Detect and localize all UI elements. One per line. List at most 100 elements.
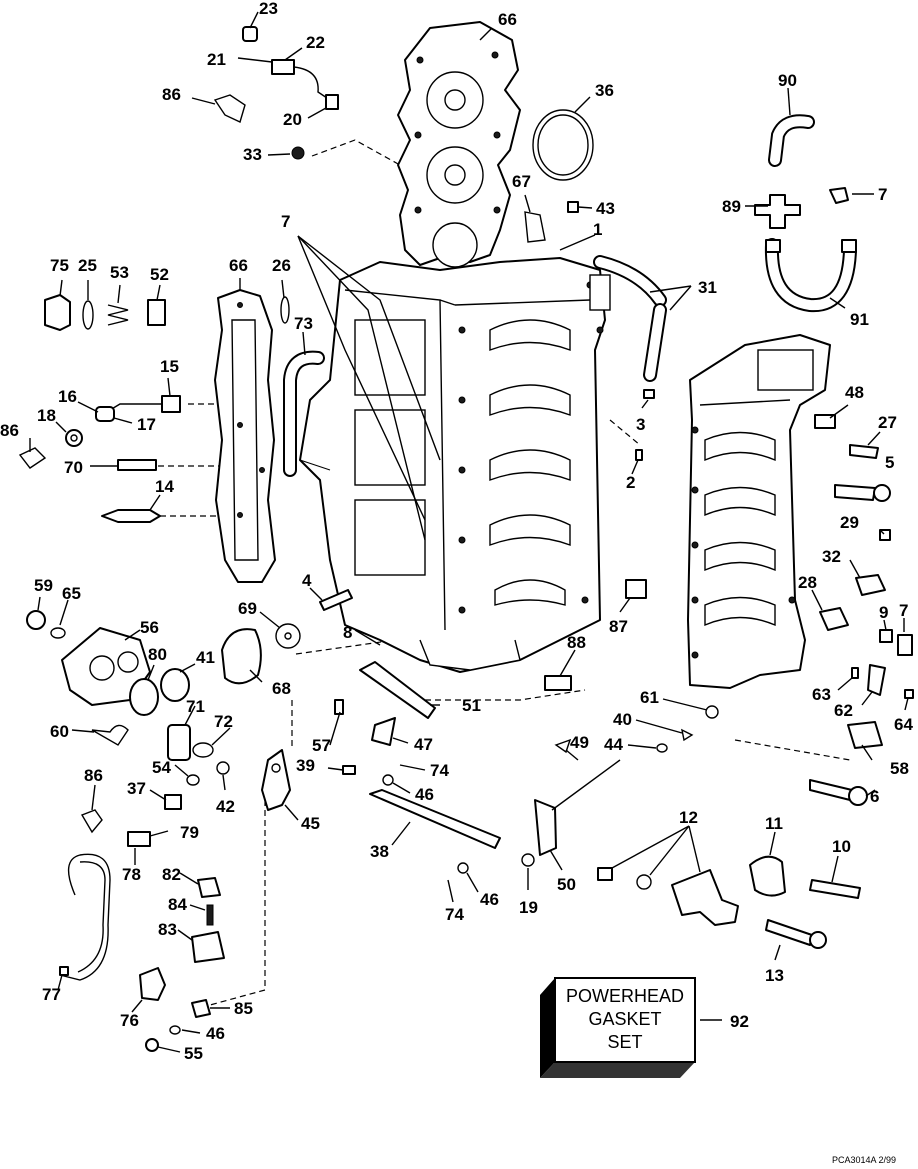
callout-46c: 46 [480, 890, 499, 909]
callout-14: 14 [155, 477, 174, 496]
callout-59: 59 [34, 576, 53, 595]
callout-66b: 66 [229, 256, 248, 275]
small-parts [18, 26, 914, 1052]
gasket-set-line2: GASKET [588, 1009, 661, 1029]
callout-65: 65 [62, 584, 81, 603]
callout-91: 91 [850, 310, 869, 329]
intake-manifold [687, 334, 831, 689]
callout-8: 8 [343, 623, 352, 642]
callout-52: 52 [150, 265, 169, 284]
callout-5: 5 [885, 453, 894, 472]
callout-27: 27 [878, 413, 897, 432]
callout-68: 68 [272, 679, 291, 698]
callout-11: 11 [765, 814, 783, 833]
callout-29: 29 [840, 513, 859, 532]
callout-7c: 7 [899, 601, 908, 620]
callout-36: 36 [595, 81, 614, 100]
gasket-set-box: POWERHEAD GASKET SET [540, 977, 696, 1078]
callout-6: 6 [870, 787, 879, 806]
callout-42: 42 [216, 797, 235, 816]
callout-38: 38 [370, 842, 389, 861]
callout-77: 77 [42, 985, 61, 1004]
callout-74: 74 [430, 761, 449, 780]
callout-7: 7 [281, 212, 290, 231]
callout-83: 83 [158, 920, 177, 939]
callout-12: 12 [679, 808, 698, 827]
callout-58: 58 [890, 759, 909, 778]
callout-40: 40 [613, 710, 632, 729]
callout-64: 64 [894, 715, 913, 734]
callout-41: 41 [196, 648, 215, 667]
callout-44: 44 [604, 735, 623, 754]
callout-61: 61 [640, 688, 659, 707]
callout-71: 71 [186, 697, 205, 716]
callout-53: 53 [110, 263, 129, 282]
hoses [59, 114, 857, 981]
callout-13: 13 [765, 966, 784, 985]
callout-80: 80 [148, 645, 167, 664]
callout-92: 92 [730, 1012, 749, 1031]
part-callouts: 23 21 22 86 20 33 66 36 67 43 1 7 90 89 … [0, 0, 913, 1063]
callout-9: 9 [879, 603, 888, 622]
callout-22: 22 [306, 33, 325, 52]
callout-79: 79 [180, 823, 199, 842]
callout-16: 16 [58, 387, 77, 406]
callout-55: 55 [184, 1044, 203, 1063]
callout-82: 82 [162, 865, 181, 884]
callout-4: 4 [302, 571, 312, 590]
callout-20: 20 [283, 110, 302, 129]
cylinder-block [299, 257, 611, 673]
callout-47: 47 [414, 735, 433, 754]
callout-46: 46 [206, 1024, 225, 1043]
callout-33: 33 [243, 145, 262, 164]
callout-25: 25 [78, 256, 97, 275]
callout-86: 86 [162, 85, 181, 104]
callout-18: 18 [37, 406, 56, 425]
callout-2: 2 [626, 473, 635, 492]
callout-72: 72 [214, 712, 233, 731]
side-cover [214, 289, 276, 583]
callout-19: 19 [519, 898, 538, 917]
callout-88: 88 [567, 633, 586, 652]
callout-67: 67 [512, 172, 531, 191]
callout-90: 90 [778, 71, 797, 90]
callout-76: 76 [120, 1011, 139, 1030]
callout-69: 69 [238, 599, 257, 618]
callout-32: 32 [822, 547, 841, 566]
callout-17: 17 [137, 415, 156, 434]
callout-60: 60 [50, 722, 69, 741]
callout-26: 26 [272, 256, 291, 275]
callout-86b: 86 [0, 421, 19, 440]
callout-74b: 74 [445, 905, 464, 924]
cylinder-head-gasket [397, 21, 521, 268]
callout-66: 66 [498, 10, 517, 29]
callout-89: 89 [722, 197, 741, 216]
callout-73: 73 [294, 314, 313, 333]
callout-43: 43 [596, 199, 615, 218]
callout-23: 23 [259, 0, 278, 18]
callout-46b: 46 [415, 785, 434, 804]
callout-62: 62 [834, 701, 853, 720]
callout-84: 84 [168, 895, 187, 914]
callout-70: 70 [64, 458, 83, 477]
callout-49: 49 [570, 733, 589, 752]
callout-15: 15 [160, 357, 179, 376]
callout-86c: 86 [84, 766, 103, 785]
callout-51: 51 [462, 696, 481, 715]
callout-28: 28 [798, 573, 817, 592]
callout-63: 63 [812, 685, 831, 704]
callout-54: 54 [152, 758, 171, 777]
callout-48: 48 [845, 383, 864, 402]
callout-10: 10 [832, 837, 851, 856]
callout-50: 50 [557, 875, 576, 894]
callout-45: 45 [301, 814, 320, 833]
callout-85: 85 [234, 999, 253, 1018]
callout-75: 75 [50, 256, 69, 275]
callout-87: 87 [609, 617, 628, 636]
leader-lines [29, 11, 909, 1053]
callout-7b: 7 [878, 185, 887, 204]
callout-31: 31 [698, 278, 717, 297]
gasket-set-line3: SET [607, 1032, 642, 1052]
callout-3: 3 [636, 415, 645, 434]
